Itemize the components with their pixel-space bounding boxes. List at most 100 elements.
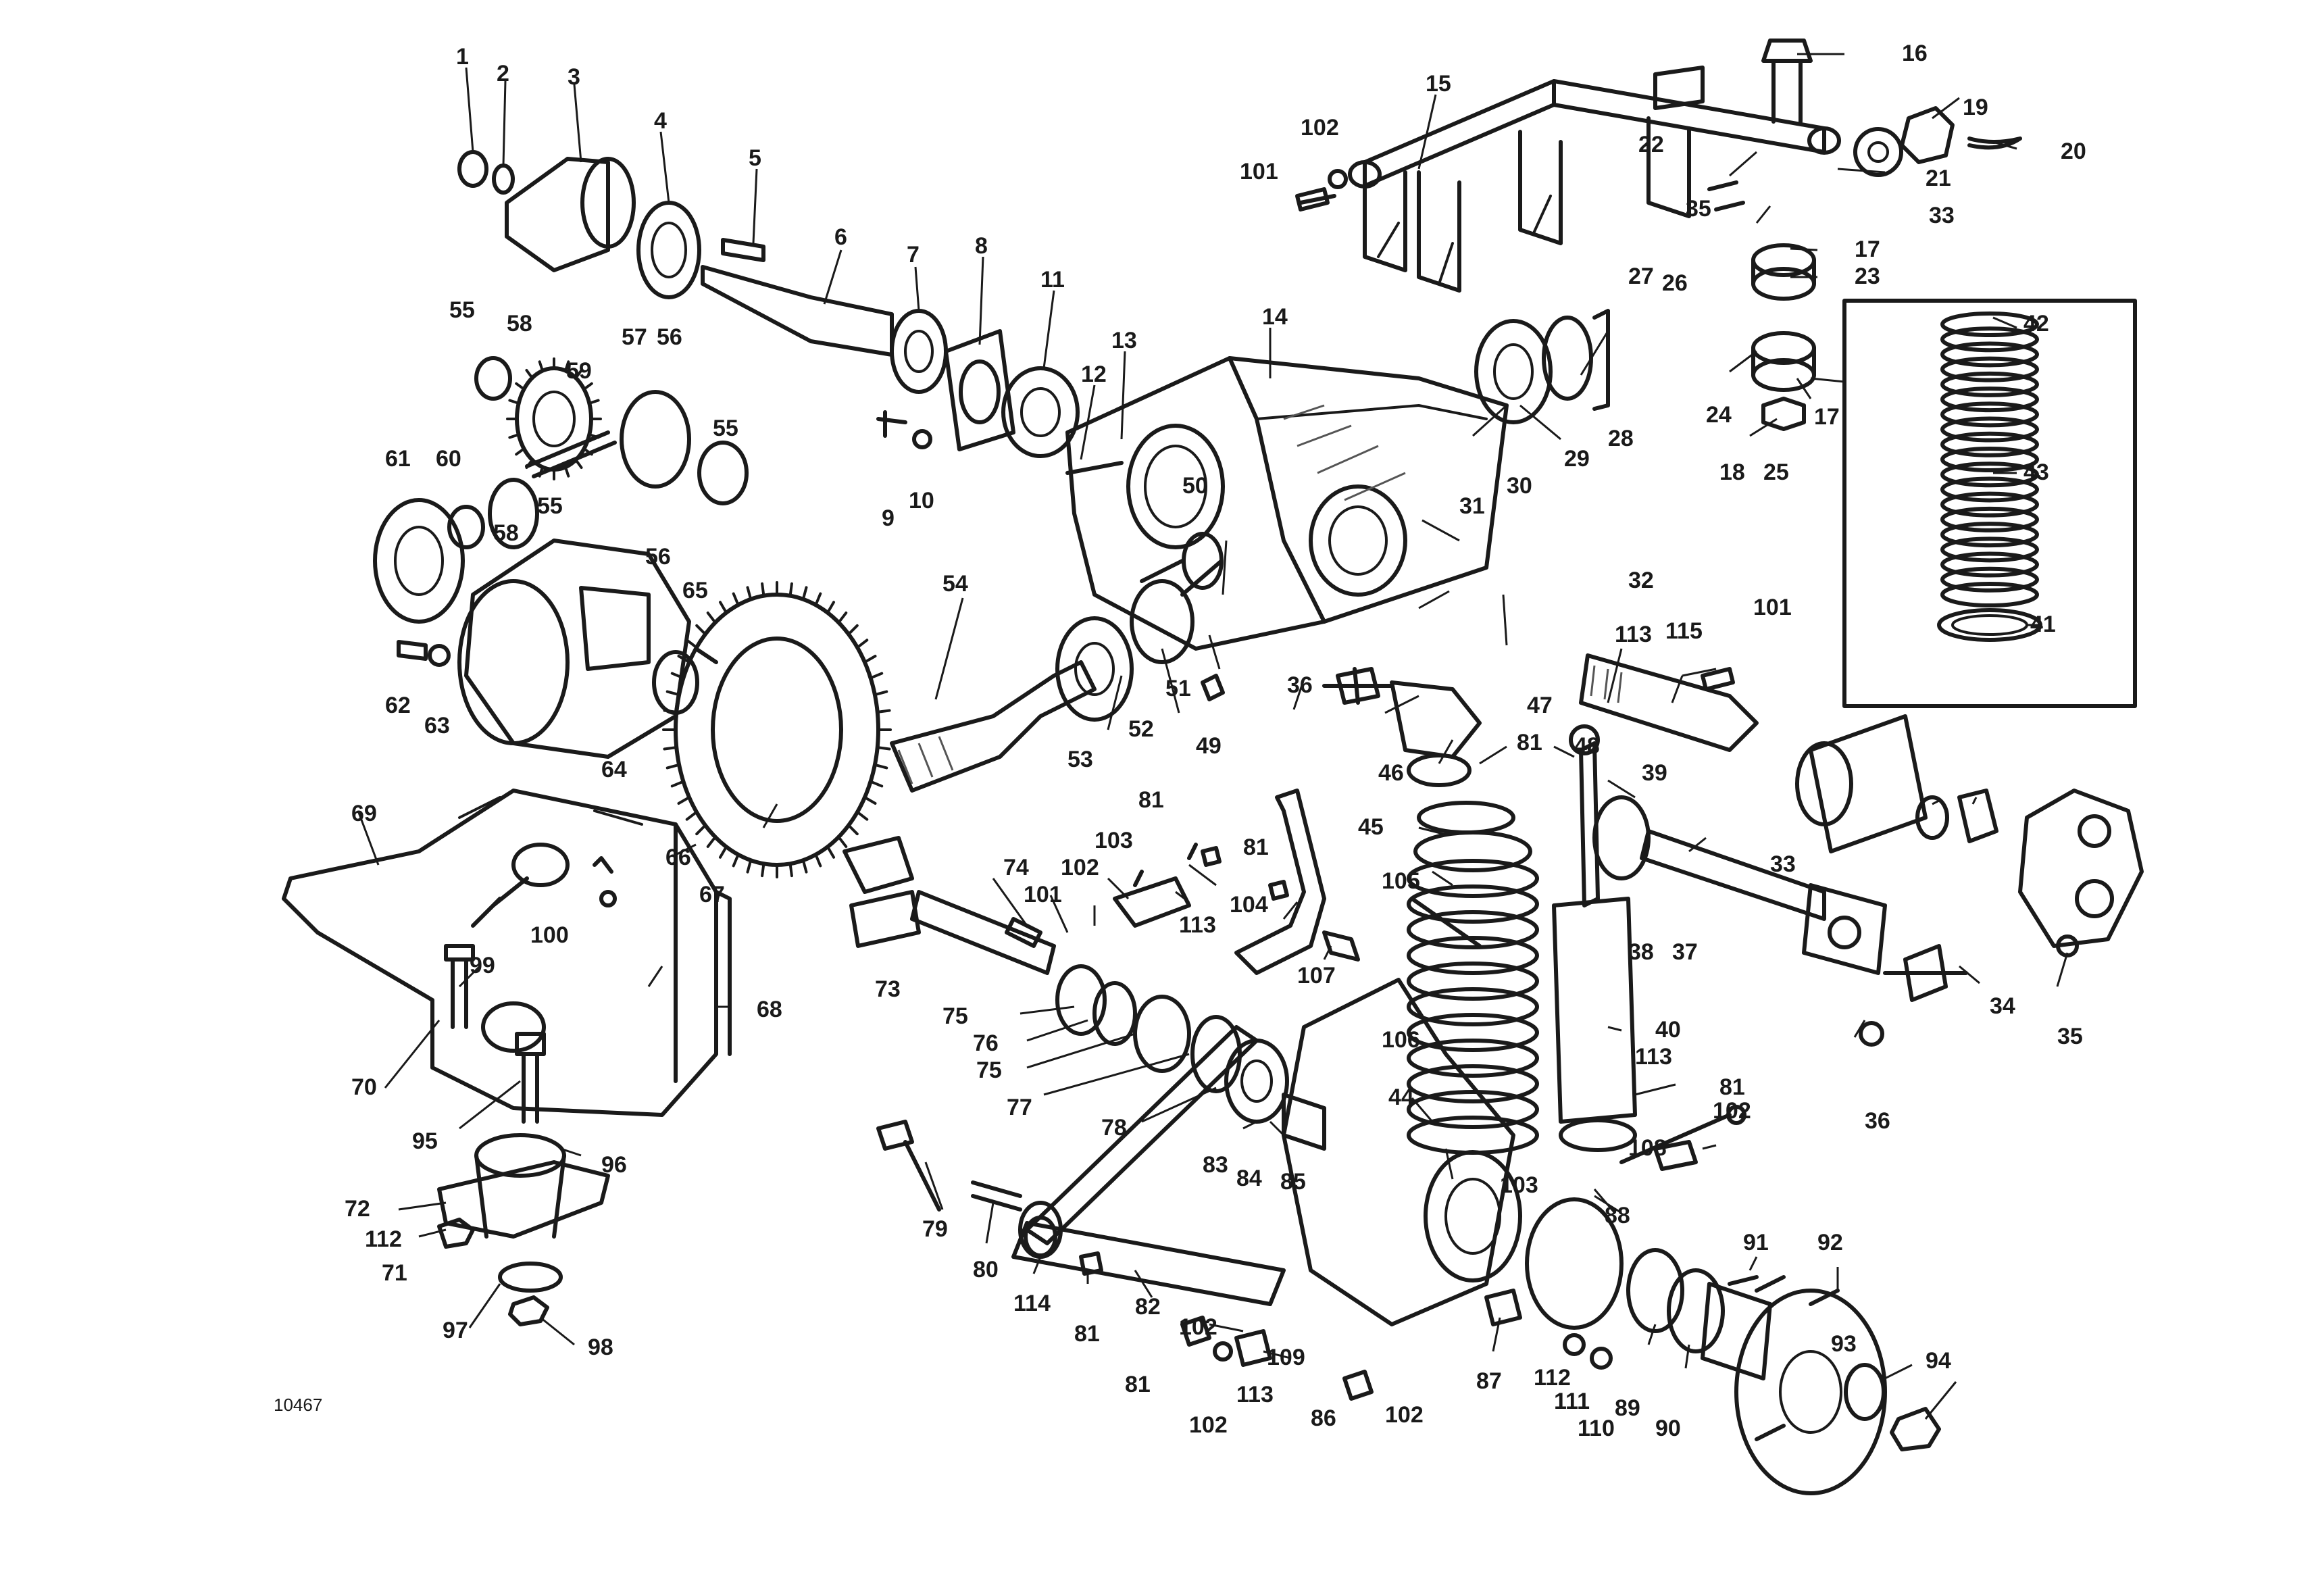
upper-link: [1113, 789, 1360, 975]
callout-15: 15: [1426, 71, 1451, 97]
callout-113d: 113: [1236, 1382, 1274, 1407]
small-fasteners: [876, 846, 1759, 1401]
callout-13: 13: [1111, 328, 1137, 353]
callout-67: 67: [699, 882, 725, 907]
callout-5: 5: [749, 145, 761, 171]
gear-tooth: [856, 639, 869, 649]
callout-113b: 113: [1179, 912, 1216, 938]
gear-tooth: [706, 612, 717, 624]
gear-tooth: [588, 399, 600, 405]
bearing-and-seal: [1474, 309, 1610, 424]
spring-coil: [1940, 476, 2039, 503]
spring-coil: [1940, 326, 2039, 353]
callout-40: 40: [1655, 1017, 1681, 1043]
gear-tooth: [563, 360, 570, 372]
callout-102e: 102: [1189, 1412, 1228, 1438]
drive-shaft-outer: [1592, 795, 1887, 975]
callout-111: 111: [1554, 1389, 1590, 1414]
gear-tooth: [873, 690, 888, 697]
gear-tooth: [837, 835, 848, 848]
callout-10: 10: [909, 488, 934, 514]
spring-coil: [1940, 506, 2039, 532]
callout-86: 86: [1311, 1405, 1336, 1431]
spring-coil: [1940, 416, 2039, 443]
spring-coil: [1940, 537, 2039, 563]
callout-89: 89: [1615, 1395, 1640, 1421]
callout-56a: 56: [657, 324, 682, 350]
mounting-hardware: [437, 944, 610, 1326]
callout-58b: 58: [493, 520, 519, 546]
gear-tooth: [876, 746, 891, 751]
callout-78: 78: [1101, 1115, 1127, 1141]
radius-arm-assembly: [842, 836, 1326, 1151]
callout-101b: 101: [1753, 595, 1792, 620]
callout-34: 34: [1990, 993, 2015, 1019]
gear-tooth: [826, 845, 835, 859]
gear-tooth: [801, 859, 808, 874]
gear-tooth: [525, 368, 534, 380]
callout-27: 27: [1628, 264, 1654, 289]
gear-tooth: [574, 368, 583, 380]
callout-101c: 101: [1024, 882, 1062, 907]
nut-and-washer-set: [1853, 106, 2022, 177]
callout-36a: 36: [1287, 672, 1313, 698]
callout-99: 99: [470, 953, 495, 978]
gear-tooth: [873, 763, 888, 770]
gear-tooth: [746, 586, 753, 601]
callout-102d: 102: [1179, 1314, 1217, 1340]
spring-coil: [1407, 1013, 1539, 1052]
callout-35a: 35: [1686, 196, 1711, 222]
gear-tooth: [515, 447, 526, 456]
callout-55c: 55: [537, 493, 563, 519]
spring-coil: [1407, 1039, 1539, 1078]
callout-25: 25: [1763, 459, 1789, 485]
callout-29: 29: [1564, 446, 1590, 472]
callout-94: 94: [1926, 1348, 1951, 1374]
gear-tooth: [706, 835, 717, 848]
gear-tooth: [695, 624, 707, 636]
gear-tooth: [847, 824, 859, 836]
callout-57: 57: [622, 324, 647, 350]
gear-tooth: [826, 601, 835, 614]
callout-17b: 17: [1814, 404, 1840, 430]
gear-tooth: [538, 360, 545, 372]
callout-11: 11: [1040, 267, 1065, 293]
callout-72: 72: [345, 1196, 370, 1222]
callout-16: 16: [1902, 41, 1928, 66]
spring-coil: [1407, 987, 1539, 1026]
callout-6: 6: [834, 224, 847, 250]
universal-joints: [1322, 667, 1968, 1047]
output-flange-parts: [876, 329, 1124, 475]
callout-22: 22: [1638, 132, 1664, 157]
callout-81c: 81: [1517, 730, 1542, 755]
callout-45: 45: [1358, 814, 1384, 840]
callout-48: 48: [1574, 733, 1600, 759]
callout-17a: 17: [1855, 236, 1880, 262]
callout-106: 106: [1382, 1027, 1420, 1053]
callout-97: 97: [443, 1318, 468, 1343]
callout-95: 95: [412, 1128, 438, 1154]
callout-77: 77: [1007, 1095, 1032, 1120]
callout-93: 93: [1831, 1331, 1857, 1357]
gear-tooth: [869, 672, 884, 680]
rubber-bushes: [1751, 243, 1816, 431]
callout-36b: 36: [1865, 1108, 1890, 1134]
callout-73: 73: [875, 976, 901, 1002]
callout-79: 79: [922, 1216, 948, 1242]
callout-55b: 55: [713, 416, 738, 441]
spring-coil: [1940, 522, 2039, 548]
callout-20: 20: [2061, 139, 2086, 164]
callout-81a: 81: [1138, 787, 1164, 813]
callout-39: 39: [1642, 760, 1667, 786]
callout-23: 23: [1855, 264, 1880, 289]
callout-38: 38: [1628, 939, 1654, 965]
callout-56b: 56: [645, 544, 671, 570]
callout-113a: 113: [1615, 622, 1652, 647]
hub-carrier: [1011, 978, 1522, 1326]
callout-74: 74: [1003, 855, 1029, 880]
callout-52: 52: [1128, 716, 1154, 742]
gear-tooth: [574, 458, 583, 470]
pinion-and-crown-wheel: [662, 581, 1134, 878]
gear-tooth: [837, 612, 848, 624]
